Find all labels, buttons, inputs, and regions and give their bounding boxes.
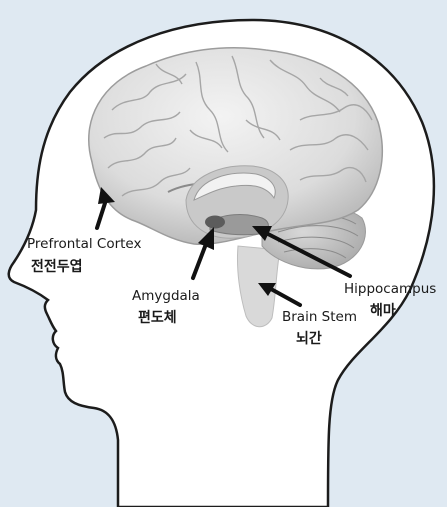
brain-icon [88, 46, 383, 246]
brain-folds [103, 55, 373, 197]
corpus-callosum [193, 172, 276, 201]
label-prefrontal-ko: 전전두엽 [31, 259, 83, 275]
arrow-icon [95, 187, 115, 230]
brain-stem-shape [237, 245, 281, 328]
label-brainstem-en: Brain Stem [282, 309, 358, 325]
label-amygdala-ko: 편도체 [138, 310, 177, 326]
arrows [95, 187, 352, 307]
label-prefrontal-en: Prefrontal Cortex [27, 236, 142, 252]
arrow-icon [191, 227, 214, 280]
amygdala-shape [205, 215, 225, 229]
arrow-icon [252, 226, 352, 278]
arrow-icon [258, 283, 302, 307]
label-amygdala-en: Amygdala [132, 288, 200, 304]
label-hippocampus-ko: 해마 [370, 303, 396, 319]
label-brainstem-ko: 뇌간 [296, 331, 322, 347]
label-hippocampus-en: Hippocampus [344, 281, 437, 297]
